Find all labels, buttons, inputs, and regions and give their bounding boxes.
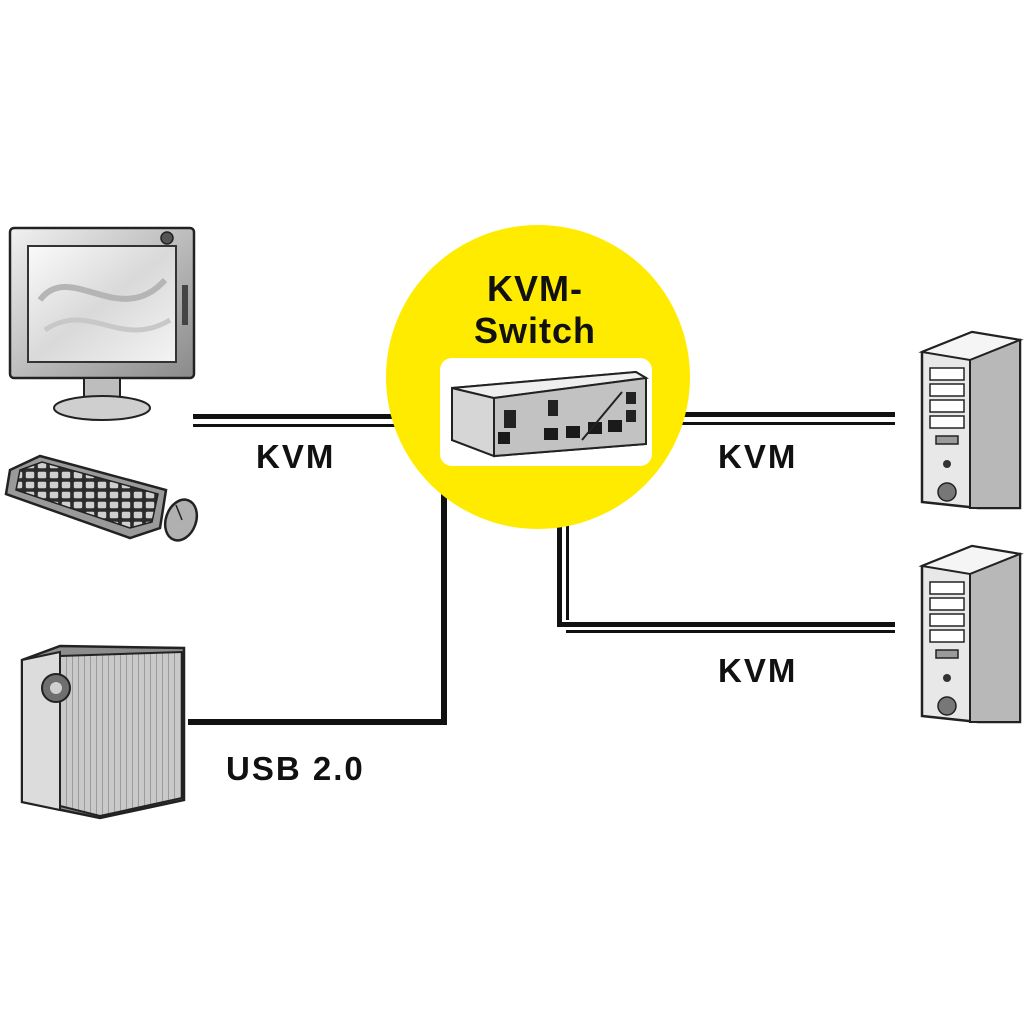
pc2-link-label: KVM bbox=[718, 652, 798, 689]
hub-title-line1: KVM- bbox=[487, 268, 583, 309]
cable-switch-to-pc1 bbox=[665, 412, 895, 425]
pc-tower-icon bbox=[918, 330, 1024, 510]
monitor-icon bbox=[8, 226, 196, 421]
monitor-link-label: KVM bbox=[256, 438, 336, 475]
mouse-icon bbox=[163, 498, 199, 542]
storage-link-label: USB 2.0 bbox=[226, 750, 365, 787]
pc-tower-icon bbox=[918, 544, 1024, 724]
cable-monitor-to-switch bbox=[193, 414, 405, 427]
kvm-switch-device-icon bbox=[440, 358, 652, 466]
keyboard-icon bbox=[4, 454, 168, 540]
hub-title: KVM- Switch bbox=[430, 268, 640, 352]
cable-switch-to-pc2 bbox=[557, 515, 895, 633]
pc1-link-label: KVM bbox=[718, 438, 798, 475]
external-drive-icon bbox=[20, 644, 186, 820]
hub-title-line2: Switch bbox=[473, 310, 596, 351]
cable-switch-to-storage bbox=[188, 488, 447, 725]
